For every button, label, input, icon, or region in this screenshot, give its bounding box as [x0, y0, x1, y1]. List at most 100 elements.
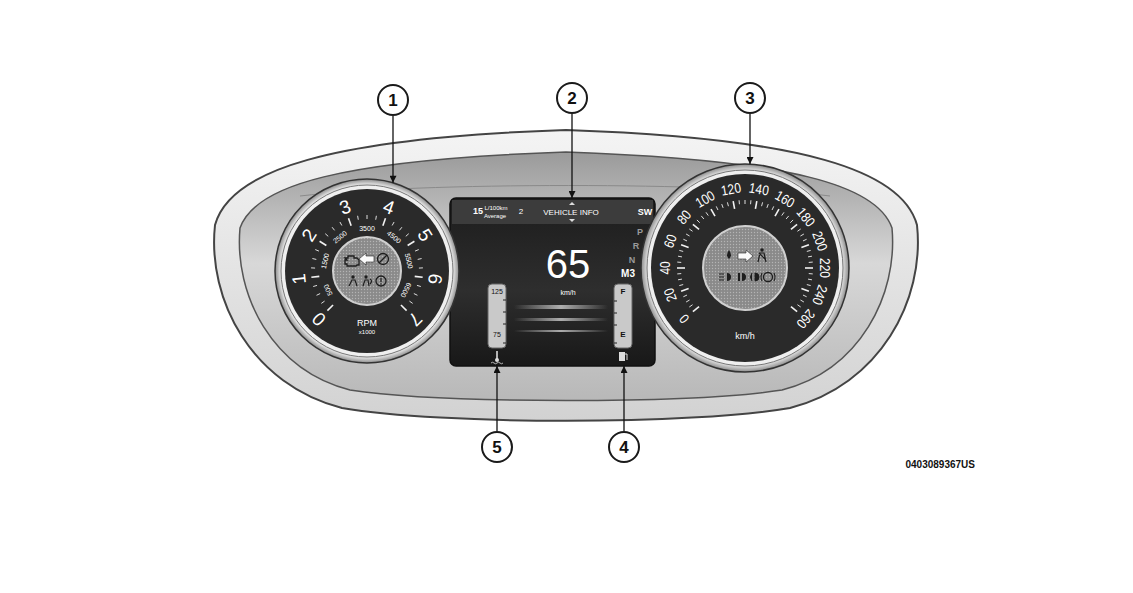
tick-mark — [791, 224, 797, 229]
scroll-down-mark — [569, 219, 575, 222]
fog-light-icon — [751, 273, 760, 281]
digital-speed: 65 — [546, 244, 591, 284]
tick-mark — [677, 267, 685, 269]
tick-mark — [679, 285, 683, 286]
rpm-minor-number: 4500 — [386, 230, 403, 245]
speed-number: 240 — [810, 284, 830, 307]
dial-face — [651, 174, 839, 362]
page-number: 2 — [519, 208, 523, 216]
tick-mark — [406, 234, 409, 237]
tick-mark — [801, 245, 809, 248]
speed-number: 200 — [810, 229, 830, 252]
gear-letter: R — [633, 242, 640, 251]
brake-icon — [764, 273, 773, 282]
display-header — [452, 200, 653, 224]
dial-ring — [281, 185, 453, 357]
rpm-number: 6 — [425, 272, 445, 285]
tick-mark — [755, 201, 756, 209]
temperature-icon — [491, 362, 503, 364]
callout-number: 5 — [492, 439, 501, 456]
gauge-ticks — [614, 301, 617, 343]
tick-mark — [739, 200, 740, 204]
tick-mark — [375, 216, 377, 220]
gear-letter: P — [637, 228, 643, 237]
tire-pressure-icon — [376, 276, 386, 286]
gauge-strip — [488, 284, 506, 348]
callout-number: 4 — [619, 439, 628, 456]
tick-mark — [727, 202, 728, 206]
tick-mark — [683, 295, 687, 297]
rpm-number: 5 — [414, 225, 436, 244]
scroll-up-mark — [569, 202, 575, 205]
tick-mark — [315, 250, 319, 252]
brake-warning-icon — [379, 255, 387, 263]
gauge-value: 75 — [493, 331, 501, 338]
rpm-minor-number: 500 — [323, 283, 334, 297]
tick-mark — [313, 285, 317, 286]
callout-number: 3 — [745, 90, 754, 107]
tick-mark — [750, 200, 751, 204]
tick-mark — [367, 215, 368, 219]
tick-mark — [808, 256, 812, 258]
tick-mark — [722, 204, 723, 208]
temperature-gauge: 12575 — [486, 282, 508, 366]
tick-mark — [681, 289, 689, 292]
callout-number: 2 — [567, 90, 576, 107]
callout-circle: 2 — [556, 82, 588, 114]
temperature-icon — [495, 358, 499, 362]
tick-mark — [414, 294, 418, 296]
tick-mark — [678, 256, 682, 258]
tick-mark — [679, 250, 683, 251]
display-streak — [514, 305, 608, 309]
tick-mark — [809, 262, 813, 263]
rpm-minor-number: 5500 — [404, 253, 414, 270]
tick-mark — [392, 222, 394, 226]
tick-mark — [686, 300, 689, 302]
gauge-ticks — [503, 300, 506, 343]
speed-number: 120 — [720, 181, 742, 198]
rpm-number: 3 — [336, 196, 352, 217]
unit-label: km/h — [735, 332, 755, 341]
tick-mark — [797, 305, 800, 307]
leader-arrow — [749, 114, 750, 164]
tick-mark — [689, 305, 692, 307]
turn-signal-icon — [359, 253, 374, 265]
center-display: 15L/100kmAverage2VEHICLE INFOSW65km/hPRN… — [450, 198, 655, 366]
callout-circle: 3 — [734, 82, 766, 114]
airbag-icon — [363, 279, 372, 286]
cluster-housing — [214, 130, 918, 421]
tick-mark — [320, 241, 327, 245]
callout-number: 1 — [388, 92, 397, 109]
gauge-mark: E — [620, 331, 625, 339]
compass-heading: SW — [638, 208, 653, 217]
tick-mark — [311, 267, 315, 268]
dial-bezel — [275, 179, 459, 363]
speed-number: 140 — [748, 181, 770, 198]
leader-arrow — [496, 366, 497, 431]
rpm-number: 7 — [405, 309, 426, 330]
rpm-minor-number: 2500 — [332, 230, 349, 245]
tick-mark — [678, 279, 682, 281]
tick-mark — [332, 227, 334, 230]
tick-mark — [383, 218, 386, 226]
tick-mark — [786, 216, 789, 219]
gauge-strip — [614, 284, 632, 348]
tick-mark — [312, 258, 316, 260]
tick-mark — [807, 285, 811, 286]
tick-mark — [803, 239, 807, 241]
fuel-pump-icon — [625, 354, 627, 360]
tick-mark — [693, 307, 699, 312]
tick-mark — [325, 234, 328, 237]
brake-warning-icon — [378, 254, 389, 265]
gauge-mark: F — [621, 288, 626, 296]
gear-letter: M3 — [621, 269, 635, 279]
tick-mark — [762, 202, 763, 206]
speed-unit: km/h — [560, 289, 575, 296]
display-streak — [514, 330, 608, 332]
temperature-strip — [488, 284, 506, 364]
tick-mark — [693, 224, 699, 229]
dial-bezel — [641, 164, 849, 372]
tick-mark — [317, 294, 321, 296]
tick-mark — [782, 212, 784, 215]
speed-number: 40 — [658, 261, 672, 274]
